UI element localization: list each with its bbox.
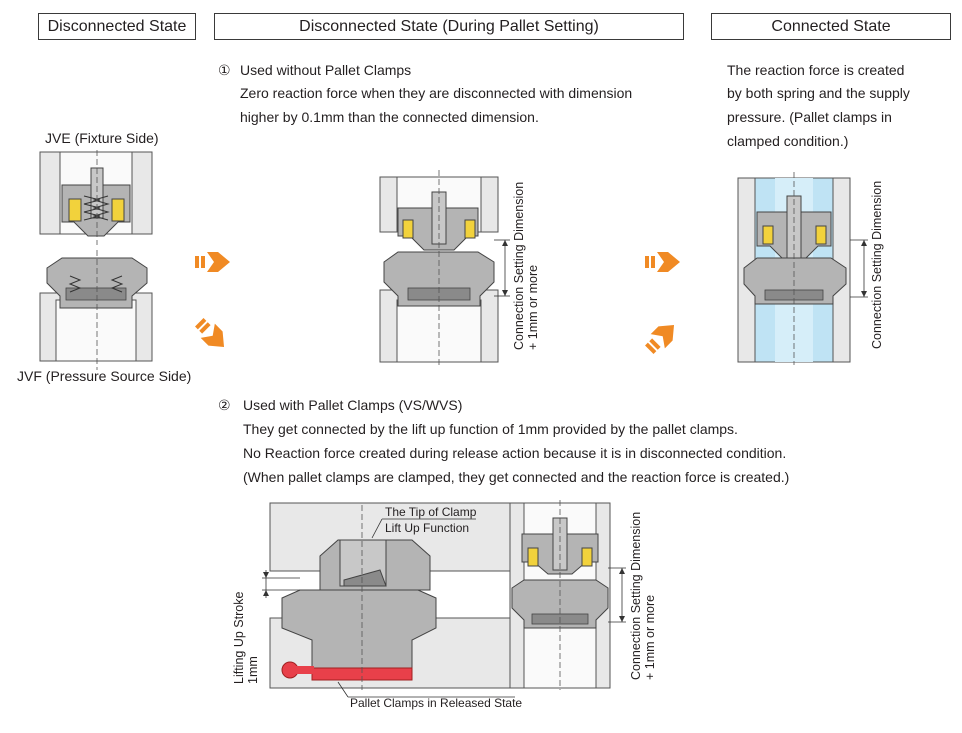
section2-line2: No Reaction force created during release… — [243, 445, 787, 461]
connected-assembly-drawing — [737, 172, 868, 365]
bottom-dim-line1: Connection Setting Dimension — [629, 511, 643, 680]
lift-up-function-label: Lift Up Function — [385, 521, 470, 535]
header-during-pallet-setting: Disconnected State (During Pallet Settin… — [214, 13, 684, 40]
jve-fixture-side-drawing — [39, 150, 153, 245]
bottom-coupler-drawing — [509, 500, 626, 690]
jvf-pressure-source-drawing — [39, 250, 153, 370]
middle-dim-line2: + 1mm or more — [526, 264, 540, 350]
middle-assembly-drawing — [379, 170, 510, 365]
section1-marker: ① — [218, 62, 231, 78]
section2-marker: ② — [218, 397, 231, 413]
pallet-clamp-drawing — [262, 502, 611, 698]
connected-text-3: pressure. (Pallet clamps in — [727, 109, 892, 125]
section2-line1: They get connected by the lift up functi… — [243, 421, 738, 437]
released-state-label: Pallet Clamps in Released State — [350, 696, 523, 710]
jve-label: JVE (Fixture Side) — [45, 130, 159, 146]
middle-dim-label: Connection Setting Dimension + 1mm or mo… — [512, 182, 540, 350]
section1-line1: Zero reaction force when they are discon… — [240, 85, 633, 101]
jvf-label: JVF (Pressure Source Side) — [17, 368, 192, 384]
arrow-right-1 — [195, 252, 230, 272]
section1-title: Used without Pallet Clamps — [240, 62, 412, 78]
header-connected: Connected State — [711, 13, 951, 40]
connected-text-1: The reaction force is created — [727, 62, 905, 78]
section2-line3: (When pallet clamps are clamped, they ge… — [243, 469, 790, 485]
connected-text-2: by both spring and the supply — [727, 85, 910, 101]
middle-dim-line1: Connection Setting Dimension — [512, 181, 526, 350]
right-dim-line1: Connection Setting Dimension — [870, 180, 884, 349]
header-disconnected: Disconnected State — [38, 13, 196, 40]
bottom-dim-line2: + 1mm or more — [643, 594, 657, 680]
connected-text-4: clamped condition.) — [727, 133, 849, 149]
arrow-down-right-1 — [195, 318, 225, 348]
lifting-stroke-line1: Lifting Up Stroke — [232, 591, 246, 684]
lifting-stroke-line2: 1mm — [246, 656, 260, 684]
arrow-right-2 — [645, 252, 680, 272]
right-dim-label: Connection Setting Dimension — [870, 181, 884, 349]
lifting-stroke-label: Lifting Up Stroke 1mm — [232, 592, 260, 684]
arrow-up-right-2 — [645, 324, 675, 354]
section2-title: Used with Pallet Clamps (VS/WVS) — [243, 397, 463, 413]
section1-line2: higher by 0.1mm than the connected dimen… — [240, 109, 539, 125]
bottom-dim-label: Connection Setting Dimension + 1mm or mo… — [629, 512, 657, 680]
tip-of-clamp-label: The Tip of Clamp — [385, 505, 477, 519]
